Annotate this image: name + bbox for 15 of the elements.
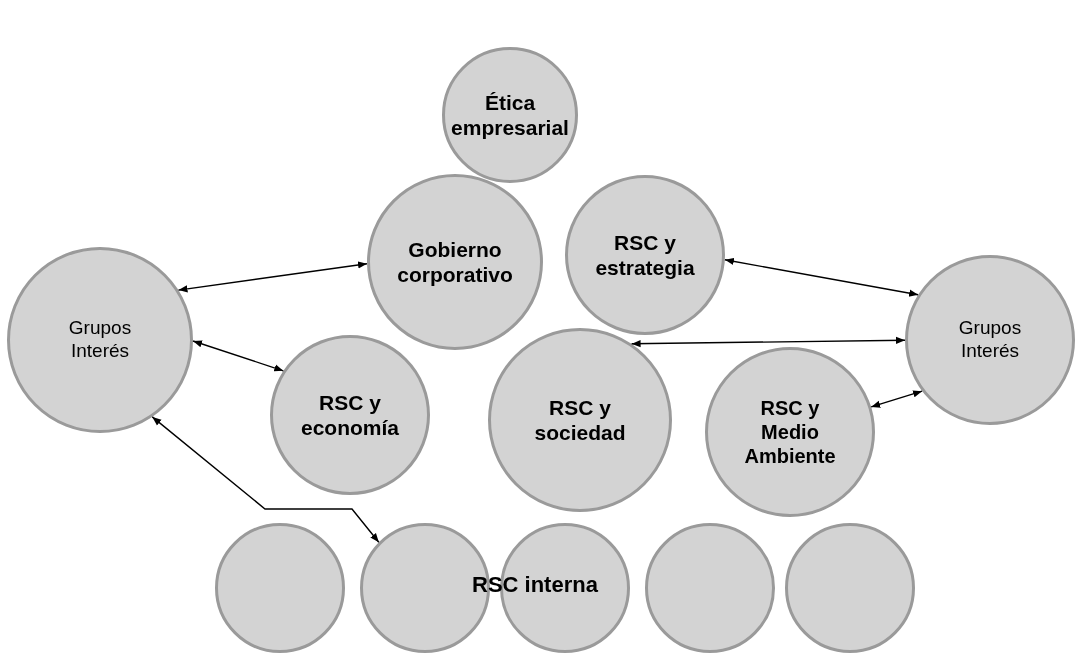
circle-label: RSC y economía: [300, 389, 400, 441]
layer-label: RSC interna: [472, 572, 598, 598]
circle-label: Ética empresarial: [451, 89, 569, 141]
circle-label: Grupos Interés: [957, 317, 1023, 363]
circle-label: RSC y estrategia: [594, 229, 696, 281]
double-arrow: [177, 261, 368, 293]
circle-label: RSC y Medio Ambiente: [743, 396, 837, 468]
double-arrow: [724, 257, 919, 297]
double-arrow: [151, 416, 380, 543]
circle-label: Gobierno corporativo: [396, 236, 514, 288]
double-arrow: [870, 390, 923, 408]
circle-label: Grupos Interés: [67, 317, 133, 363]
double-arrow: [192, 340, 284, 372]
circle-label: RSC y sociedad: [533, 394, 627, 446]
double-arrow: [630, 336, 906, 348]
